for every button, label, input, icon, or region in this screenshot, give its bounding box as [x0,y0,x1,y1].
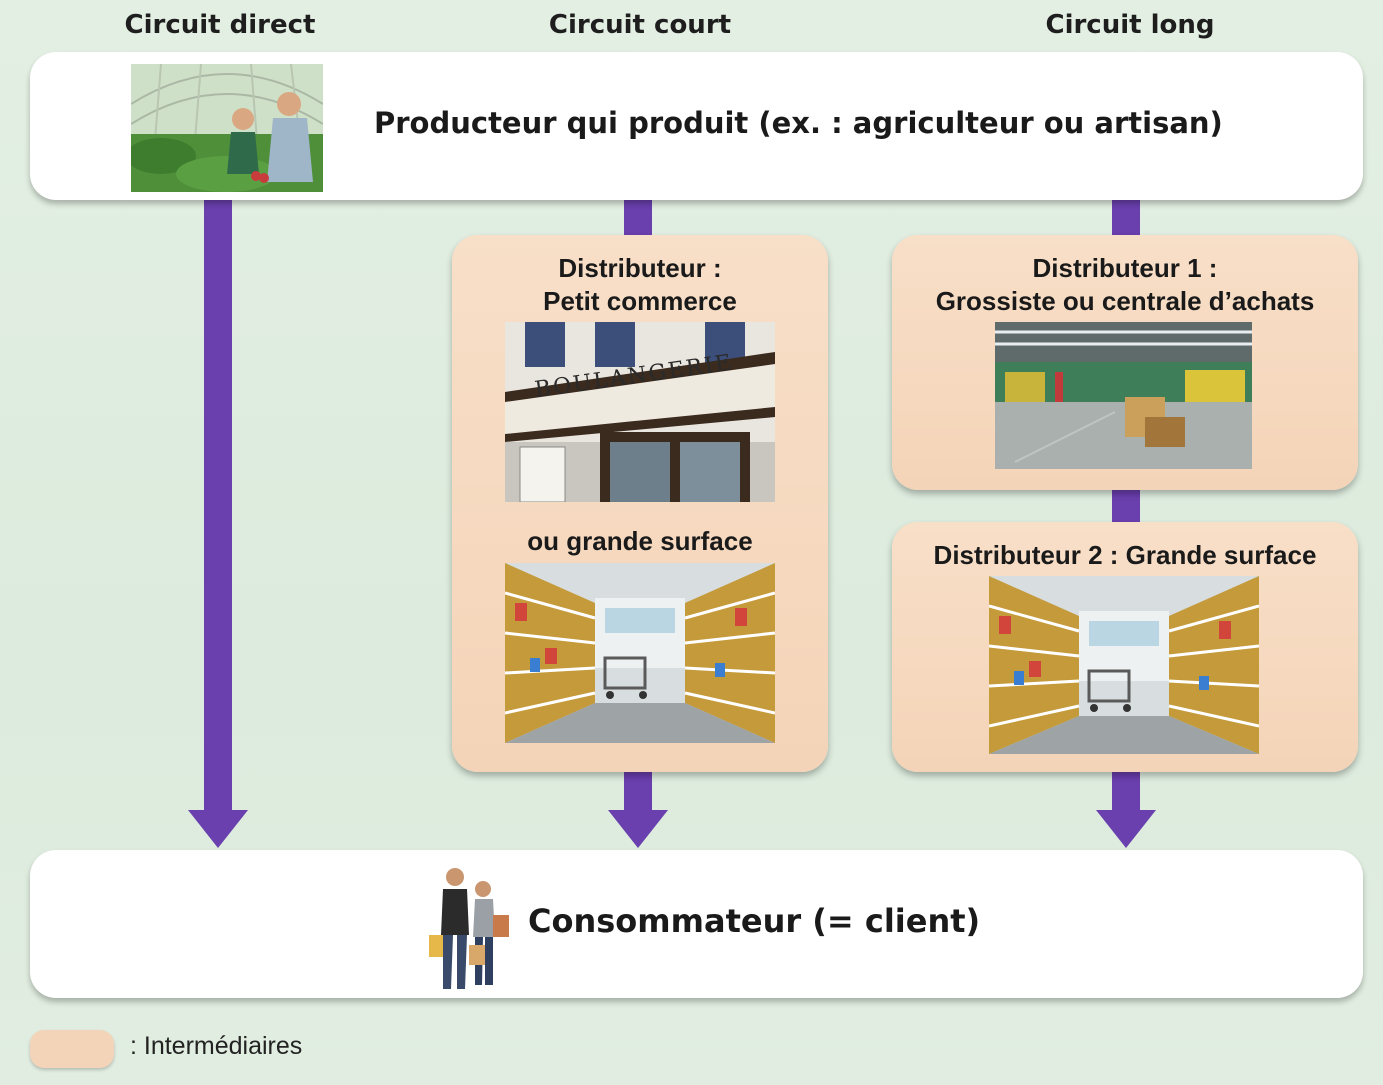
column-title-long: Circuit long [1045,10,1215,40]
producer-box: Producteur qui produit (ex. : agriculteu… [30,52,1363,200]
long-distributor-1-title-1: Distributeur 1 : [1032,253,1218,283]
legend-label: : Intermédiaires [130,1032,303,1060]
column-title-direct: Circuit direct [124,10,316,40]
long-distributor-2-title: Distributeur 2 : Grande surface [933,540,1317,570]
bakery-photo: BOULANGERIE [505,322,775,502]
court-distributor-box: Distributeur : Petit commerce BOULANGERI… [452,235,828,772]
long-distributor-1-box: Distributeur 1 : Grossiste ou centrale d… [892,235,1358,490]
long-distributor-1-title-2: Grossiste ou centrale d’achats [935,286,1315,316]
consumer-box: Consommateur (= client) [30,850,1363,998]
court-alt-label: ou grande surface [527,526,753,556]
wholesale-warehouse-photo [995,322,1252,469]
consumer-label: Consommateur (= client) [528,902,981,940]
producer-label: Producteur qui produit (ex. : agriculteu… [374,106,1223,140]
farmers-greenhouse-photo [131,64,323,192]
column-title-court: Circuit court [548,10,732,40]
court-distributor-title-1: Distributeur : [558,253,722,283]
shoppers-photo [425,865,515,993]
long-distributor-2-box: Distributeur 2 : Grande surface [892,522,1358,772]
supermarket-photo-long [989,576,1259,754]
legend-intermediary-swatch [30,1030,114,1068]
court-distributor-title-2: Petit commerce [543,286,737,316]
supermarket-photo-court [505,563,775,743]
